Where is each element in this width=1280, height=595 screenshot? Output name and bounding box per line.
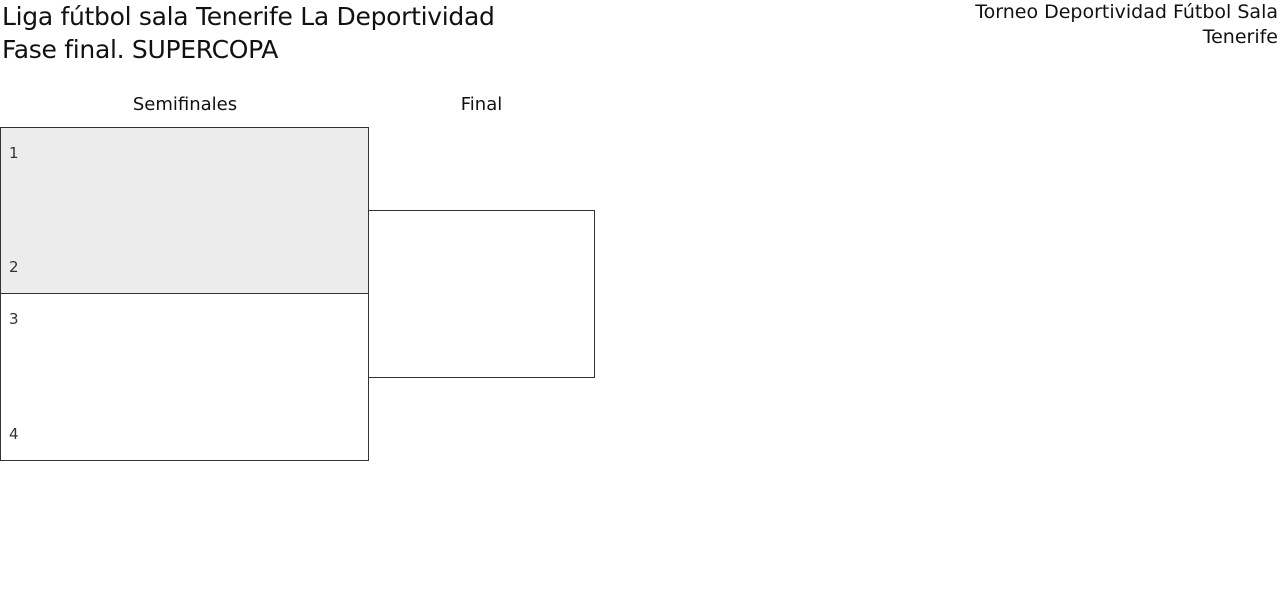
match-final[interactable] xyxy=(368,210,595,378)
team-slot-seed-2[interactable]: 2 xyxy=(9,258,360,276)
final-slot-top[interactable] xyxy=(377,227,586,245)
round-header-semifinales: Semifinales xyxy=(132,94,238,115)
team-slot-seed-1[interactable]: 1 xyxy=(9,144,360,162)
page-title: Liga fútbol sala Tenerife La Deportivida… xyxy=(2,0,495,66)
seed-number: 2 xyxy=(9,258,19,276)
seed-number: 4 xyxy=(9,425,19,443)
final-slot-bottom[interactable] xyxy=(377,342,586,360)
page-title-line2: Fase final. SUPERCOPA xyxy=(2,35,279,64)
page-title-line1: Liga fútbol sala Tenerife La Deportivida… xyxy=(2,2,495,31)
match-semifinal-1[interactable]: 1 2 xyxy=(0,127,369,294)
tournament-title: Torneo Deportividad Fútbol Sala Tenerife xyxy=(975,0,1278,50)
tournament-title-line1: Torneo Deportividad Fútbol Sala xyxy=(975,1,1278,23)
match-semifinal-2[interactable]: 3 4 xyxy=(0,293,369,461)
team-slot-seed-4[interactable]: 4 xyxy=(9,425,360,443)
round-header-final: Final xyxy=(460,94,503,115)
seed-number: 1 xyxy=(9,144,19,162)
team-slot-seed-3[interactable]: 3 xyxy=(9,310,360,328)
tournament-title-line2: Tenerife xyxy=(1202,26,1278,48)
seed-number: 3 xyxy=(9,310,19,328)
